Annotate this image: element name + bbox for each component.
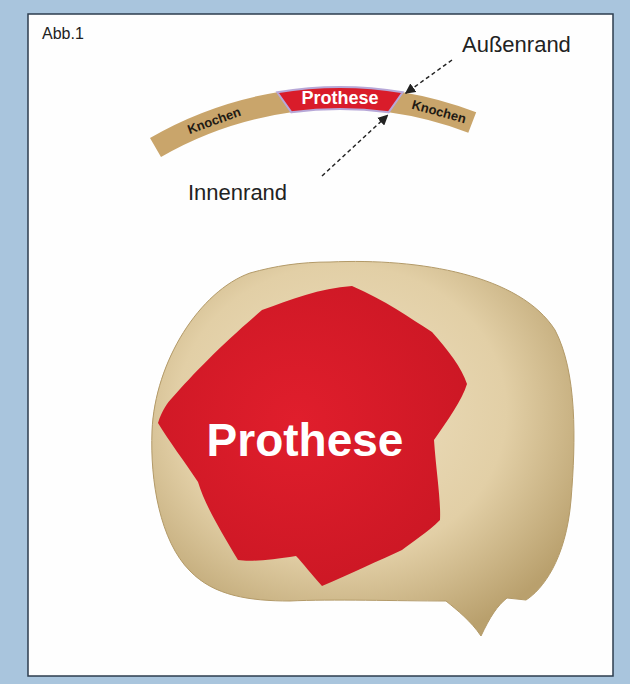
bone-section — [150, 87, 476, 157]
prosthesis-label: Prothese — [299, 88, 381, 108]
node-text: Prothese — [301, 89, 378, 107]
prosthesis-segment — [277, 87, 402, 112]
node-text: Prothese — [207, 417, 404, 463]
panel — [28, 14, 613, 676]
outer-edge-label: Außenrand — [462, 34, 571, 56]
figure-number: Abb.1 — [42, 26, 84, 42]
prosthesis-patch-label: Prothese — [205, 416, 406, 464]
prosthesis-patch — [158, 286, 467, 586]
bone-segment — [389, 92, 477, 133]
leader-line — [406, 60, 452, 93]
inner-edge-label: Innenrand — [188, 182, 287, 204]
leader-line — [322, 115, 388, 176]
bone-segment — [150, 92, 291, 157]
skull — [152, 261, 574, 636]
